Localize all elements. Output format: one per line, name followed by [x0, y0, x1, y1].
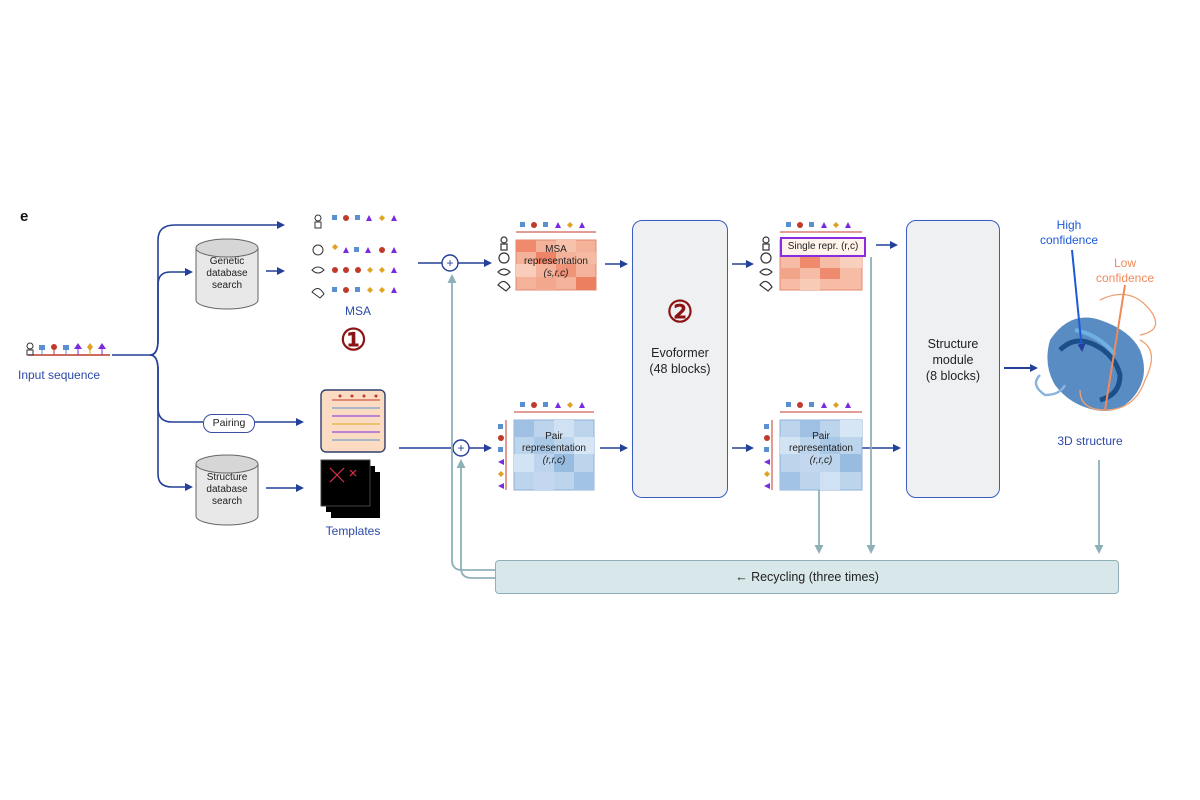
- pair1-line-2: representation: [522, 443, 586, 454]
- high-conf-line-1: High: [1056, 218, 1082, 232]
- pair-representation-1-label: Pair representation (r,r,c): [514, 431, 594, 467]
- msa-label: MSA: [344, 304, 371, 318]
- evoformer-subtitle: (48 blocks): [649, 362, 711, 376]
- svg-text:+: +: [457, 441, 464, 455]
- structure-db-line-1: Structure: [206, 472, 248, 483]
- pair1-line-1: Pair: [545, 431, 563, 442]
- low-conf-line-1: Low: [1113, 256, 1136, 270]
- structure-module-line-3: (8 blocks): [925, 369, 981, 383]
- evoformer-block: ② Evoformer (48 blocks): [632, 220, 728, 498]
- msa-repr-line-1: MSA: [545, 244, 567, 255]
- structure-module-line-1: Structure: [927, 337, 979, 351]
- structure-module-line-2: module: [932, 353, 974, 367]
- step-2-marker: ②: [666, 296, 694, 329]
- pairing-pill: Pairing: [203, 414, 255, 433]
- 3d-structure-label: 3D structure: [1057, 434, 1123, 448]
- msa-rows: [311, 214, 397, 299]
- panel-label: e: [20, 208, 29, 225]
- pair2-line-2: representation: [789, 443, 853, 454]
- input-sequence-label: Input sequence: [18, 368, 101, 382]
- pair-heatmap-2: [771, 411, 863, 491]
- recycling-bar: ← Recycling (three times): [495, 560, 1119, 594]
- high-conf-line-2: confidence: [1039, 233, 1099, 247]
- protein-structure: [1034, 249, 1157, 411]
- genetic-database-search: Genetic database search: [194, 238, 260, 310]
- msa-representation-label: MSA representation (s,r,c): [516, 244, 596, 280]
- pair2-line-1: Pair: [812, 431, 830, 442]
- step-1-marker: ①: [340, 324, 367, 357]
- input-sequence-icon: [26, 342, 110, 356]
- pair2-line-3: (r,r,c): [809, 455, 833, 466]
- templates-label: Templates: [325, 524, 381, 538]
- templates-stack: [320, 459, 380, 518]
- msa-heatmap: [515, 231, 597, 291]
- genetic-db-line-1: Genetic: [209, 256, 245, 267]
- msa-repr-line-3: (s,r,c): [543, 268, 569, 279]
- structure-database-search: Structure database search: [194, 454, 260, 526]
- pair1-line-3: (r,r,c): [542, 455, 566, 466]
- genetic-db-line-2: database: [206, 268, 248, 279]
- residue-markers: [498, 222, 851, 489]
- genetic-db-line-3: search: [211, 280, 242, 291]
- evoformer-title: Evoformer: [651, 346, 709, 360]
- pair-representation-2-label: Pair representation (r,r,c): [780, 431, 862, 467]
- high-confidence-label: High confidence: [1030, 218, 1108, 248]
- pair-heatmap-1: [505, 411, 595, 491]
- msa-repr-line-2: representation: [524, 256, 588, 267]
- species-icons: [497, 236, 773, 292]
- structure-db-line-2: database: [206, 484, 248, 495]
- single-repr-label: Single repr. (r,c): [780, 237, 866, 257]
- structure-db-line-3: search: [211, 496, 242, 507]
- pairing-matrix: [320, 389, 386, 453]
- low-conf-line-2: confidence: [1095, 271, 1155, 285]
- structure-module-block: Structure module (8 blocks): [906, 220, 1000, 498]
- low-confidence-label: Low confidence: [1085, 256, 1165, 286]
- svg-text:+: +: [446, 256, 453, 270]
